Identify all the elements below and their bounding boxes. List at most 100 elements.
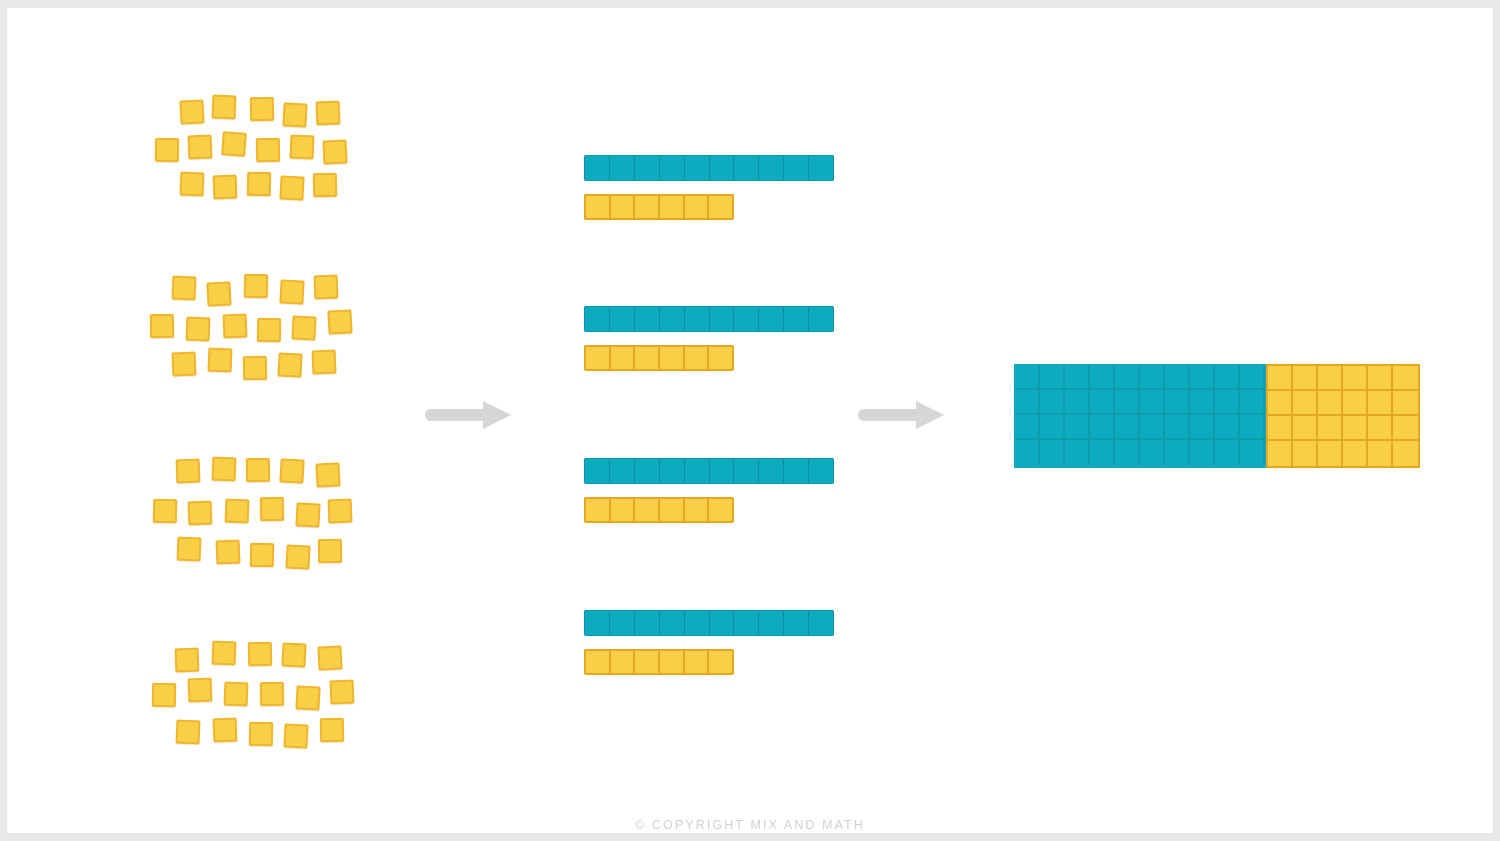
bar-segment: [709, 499, 732, 521]
unit-square: [256, 317, 282, 343]
area-model-cell: [1240, 365, 1265, 390]
unit-square: [312, 172, 338, 198]
area-model-cell: [1040, 365, 1065, 390]
area-model-cell: [1015, 440, 1040, 465]
unit-square: [185, 316, 211, 342]
unit-square: [317, 645, 343, 671]
unit-square: [246, 171, 272, 197]
area-model-row: [1268, 391, 1418, 416]
area-model-cell: [1215, 390, 1240, 415]
bar-segment: [635, 499, 661, 521]
area-model-cell: [1293, 391, 1318, 416]
unit-square: [179, 99, 205, 125]
unit-square: [327, 309, 353, 335]
area-model-cell: [1115, 365, 1140, 390]
bar-segment: [660, 651, 685, 673]
bar-segment: [635, 651, 661, 673]
unit-square: [245, 457, 271, 483]
bar-row-4-yellow-bar: [584, 649, 734, 675]
unit-square: [211, 456, 237, 482]
area-model-cell: [1065, 415, 1090, 440]
bar-segment: [710, 459, 735, 483]
copyright-footer: © COPYRIGHT MIX AND MATH: [635, 818, 865, 832]
area-model-cell: [1065, 440, 1090, 465]
area-model-cell: [1015, 390, 1040, 415]
unit-square: [311, 349, 337, 375]
unit-square: [319, 717, 345, 743]
bar-segment: [685, 196, 710, 218]
area-model-cell: [1393, 416, 1418, 441]
unit-square: [285, 544, 311, 570]
bar-segment: [734, 156, 760, 180]
bar-row-3-yellow-bar: [584, 497, 734, 523]
unit-square: [317, 538, 343, 564]
bar-segment: [734, 459, 760, 483]
arrow-bars-to-area-model: [858, 395, 948, 435]
area-model-cell: [1293, 366, 1318, 391]
unit-square: [221, 131, 247, 157]
bar-segment: [809, 307, 833, 331]
area-model-cell: [1268, 366, 1293, 391]
unit-square: [259, 681, 285, 707]
area-model-cell: [1343, 416, 1368, 441]
unit-square: [187, 134, 213, 160]
area-model-cell: [1368, 366, 1393, 391]
bar-segment: [784, 156, 810, 180]
area-model-grid: [1014, 364, 1420, 468]
area-model-cell: [1268, 441, 1293, 466]
area-model-cell: [1240, 415, 1265, 440]
area-model-cell: [1140, 415, 1165, 440]
bar-segment: [660, 611, 685, 635]
bar-segment: [709, 196, 732, 218]
unit-square: [242, 355, 268, 381]
area-model-cell: [1090, 415, 1115, 440]
unit-square: [243, 273, 269, 299]
unit-square: [171, 275, 197, 301]
unit-square: [283, 723, 309, 749]
unit-square: [179, 171, 205, 197]
bar-segment: [611, 196, 636, 218]
bar-segment: [685, 156, 710, 180]
white-canvas: [7, 8, 1493, 833]
unit-square: [327, 498, 353, 524]
bar-segment: [635, 156, 660, 180]
bar-segment: [660, 196, 685, 218]
area-model-cell: [1115, 390, 1140, 415]
arrow-head-icon: [483, 401, 511, 429]
area-model-row: [1015, 415, 1265, 440]
unit-square: [277, 352, 303, 378]
unit-square: [281, 642, 307, 668]
unit-square: [151, 682, 177, 708]
bar-segment: [710, 307, 735, 331]
area-model-row: [1015, 365, 1265, 390]
bar-row-2-teal-bar: [584, 306, 834, 332]
unit-square: [313, 274, 339, 300]
unit-square: [206, 281, 232, 307]
unit-square: [289, 134, 315, 160]
area-model-cell: [1393, 366, 1418, 391]
area-model-cell: [1190, 440, 1215, 465]
unit-square: [149, 313, 175, 339]
unit-square: [176, 536, 202, 562]
unit-square: [187, 500, 213, 526]
bar-segment: [660, 347, 685, 369]
unit-square: [222, 313, 248, 339]
area-model-cell: [1215, 440, 1240, 465]
unit-square: [207, 347, 233, 373]
area-model-cell: [1140, 440, 1165, 465]
bar-segment: [660, 499, 685, 521]
unit-square: [175, 458, 201, 484]
bar-row-2-yellow-bar: [584, 345, 734, 371]
bar-segment: [759, 307, 785, 331]
bar-segment: [585, 156, 610, 180]
area-model-cell: [1190, 365, 1215, 390]
bar-row-4-teal-bar: [584, 610, 834, 636]
area-model-cell: [1393, 391, 1418, 416]
bar-segment: [635, 347, 661, 369]
bar-segment: [635, 459, 660, 483]
area-model-cell: [1240, 440, 1265, 465]
bar-segment: [685, 459, 710, 483]
bar-segment: [610, 156, 635, 180]
unit-square: [249, 542, 275, 568]
